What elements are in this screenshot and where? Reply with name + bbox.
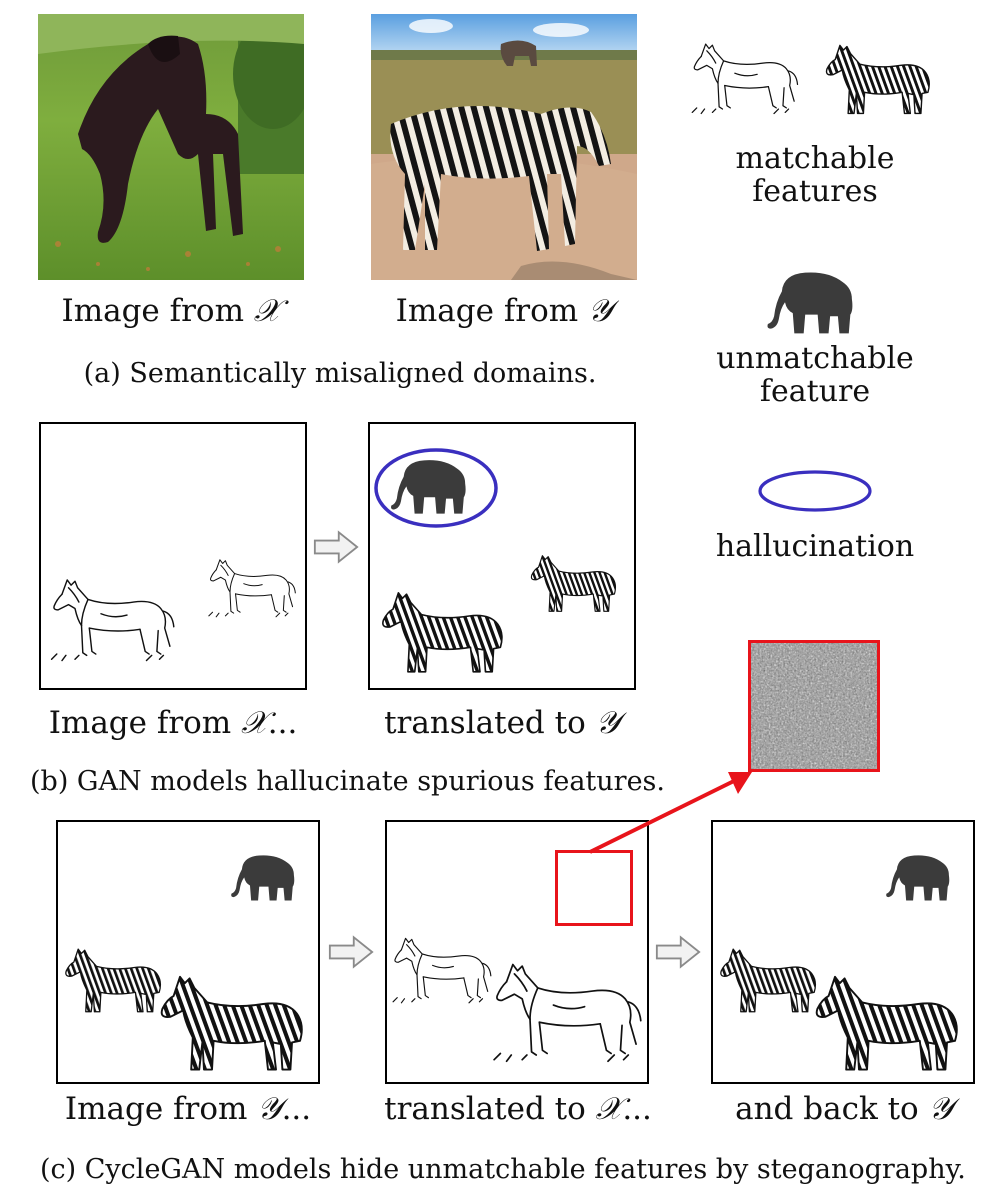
label-b-left: Image from 𝒳... [39,708,307,739]
zebra-drawing [528,548,624,620]
zebra-drawing [154,964,318,1084]
caption-c: (c) CycleGAN models hide unmatchable fea… [40,1154,966,1185]
label-text: Image from [48,705,242,741]
domain-symbol-x: 𝒳 [241,705,268,741]
matchable-zebra-icon [822,36,940,124]
arrow-icon [313,530,359,564]
elephant-icon [390,456,472,518]
domain-symbol-y: 𝒴 [928,1091,953,1127]
label-text: translated to [384,705,596,741]
label-image-from-y: Image from 𝒴 [371,296,637,327]
label-suffix: ... [622,1091,652,1127]
arrow-icon [655,935,701,969]
horse-drawing [207,544,299,628]
caption-a: (a) Semantically misaligned domains. [83,358,597,389]
domain-symbol-y: 𝒴 [588,293,613,329]
zebra-photo [371,14,637,280]
label-c-3: and back to 𝒴 [696,1094,992,1125]
label-text: Image from [395,293,589,329]
label-c-1: Image from 𝒴... [40,1094,336,1125]
label-image-from-x: Image from 𝒳 [38,296,304,327]
label-suffix: ... [281,1091,312,1127]
legend-unmatchable-line2: feature [759,374,871,409]
label-text: and back to [735,1091,929,1127]
horse-photo [38,14,304,280]
domain-symbol-y: 𝒴 [257,1091,282,1127]
label-text: translated to [384,1091,596,1127]
zebra-drawing [809,964,973,1084]
domain-symbol-y: 𝒴 [595,705,620,741]
panel-b-translated [368,422,636,690]
legend-matchable-line2: features [752,174,878,209]
zebra-drawing [378,582,514,684]
matchable-horse-icon [690,28,802,124]
domain-symbol-x: 𝒳 [253,293,281,329]
label-text: Image from [61,293,254,329]
elephant-icon [230,852,300,904]
legend-unmatchable: unmatchable feature [690,342,940,408]
unmatchable-elephant-icon [766,268,860,338]
horse-drawing [49,562,179,672]
panel-c-original [56,820,320,1084]
domain-symbol-x: 𝒳 [595,1091,623,1127]
label-b-right: translated to 𝒴 [368,708,636,739]
label-c-2: translated to 𝒳... [370,1094,666,1125]
steganography-noise-inset [748,640,880,772]
legend-unmatchable-line1: unmatchable [716,341,914,376]
legend-matchable: matchable features [690,142,940,208]
arrow-icon [328,935,374,969]
steganography-region-box [555,850,633,926]
hallucination-ellipse-icon [758,470,872,512]
zoom-arrow [589,772,752,854]
horse-drawing [491,936,647,1082]
label-text: Image from [64,1091,258,1127]
panel-c-translated [385,820,649,1084]
elephant-icon [885,852,955,904]
label-suffix: ... [267,705,298,741]
panel-b-source [39,422,307,690]
legend-hallucination: hallucination [715,529,915,564]
legend-matchable-line1: matchable [735,141,895,176]
horse-drawing [391,926,495,1010]
hallucination-ellipse-icon [374,448,498,528]
panel-c-reconstructed [711,820,975,1084]
caption-b: (b) GAN models hallucinate spurious feat… [30,766,665,797]
